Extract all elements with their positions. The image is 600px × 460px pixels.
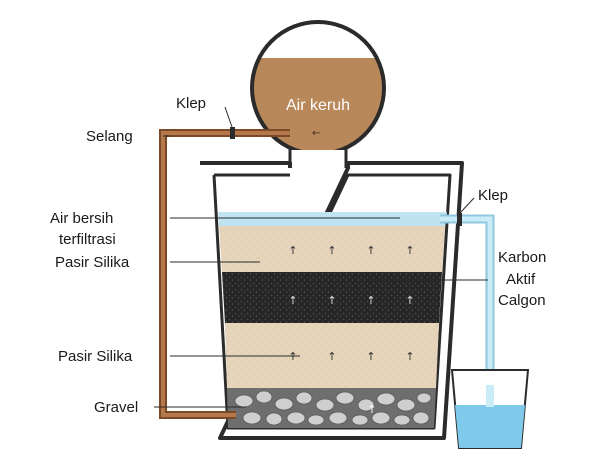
gravel-layer [227,388,436,428]
flow-arrow-icon: ← [312,128,320,139]
svg-text:↑: ↑ [405,294,414,307]
gravel-label: Gravel [94,399,138,416]
air-keruh-label: Air keruh [286,97,350,114]
sand-layer-bottom [225,323,439,388]
svg-text:↑: ↑ [405,350,414,363]
clean-water-layer [218,212,447,226]
svg-text:↑: ↑ [288,244,297,257]
klep-right-label: Klep [478,187,508,204]
svg-text:↑: ↑ [327,244,336,257]
carbon-layer [222,272,442,323]
svg-text:↑: ↑ [327,294,336,307]
svg-text:↑: ↑ [366,294,375,307]
air-bersih-label-2: terfiltrasi [59,231,116,248]
svg-text:↑: ↑ [405,244,414,257]
hose [159,129,290,419]
collection-cup [450,369,530,449]
karbon-label-1: Karbon [498,249,546,266]
air-bersih-label-1: Air bersih [50,210,113,227]
klep-top-label: Klep [176,95,206,112]
karbon-label-2: Aktif [506,271,536,288]
right-valve [457,197,475,226]
karbon-label-3: Calgon [498,292,546,309]
selang-label: Selang [86,128,133,145]
svg-text:↑: ↑ [327,350,336,363]
leader-lines [154,135,488,408]
svg-text:↑: ↑ [288,294,297,307]
pasir-silika-bottom-label: Pasir Silika [58,348,133,365]
top-valve [224,106,235,139]
pasir-silika-top-label: Pasir Silika [55,254,130,271]
svg-text:↑: ↑ [366,244,375,257]
svg-text:↑: ↑ [367,403,376,416]
dirty-water-tank: Air keruh ← [250,20,386,168]
outlet-pipe [440,214,495,402]
svg-text:↑: ↑ [366,350,375,363]
sand-layer-top [219,226,445,272]
